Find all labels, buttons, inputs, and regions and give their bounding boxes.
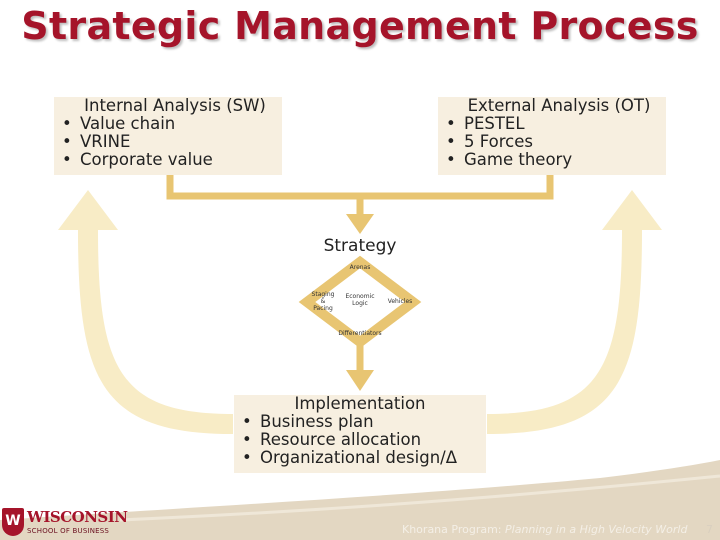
list-item: Business plan bbox=[234, 413, 486, 432]
logo-subtitle: SCHOOL OF BUSINESS bbox=[27, 527, 110, 535]
implementation-heading: Implementation bbox=[294, 394, 426, 413]
implementation-box: Implementation Business plan Resource al… bbox=[234, 395, 486, 473]
list-item: VRINE bbox=[54, 133, 282, 152]
list-item: Organizational design/Δ bbox=[234, 449, 486, 468]
implementation-arrowhead-icon bbox=[346, 370, 374, 391]
footer-wave bbox=[0, 460, 720, 540]
diamond-label-bottom: Differentiators bbox=[338, 330, 382, 337]
list-item: PESTEL bbox=[438, 115, 666, 134]
list-item: Value chain bbox=[54, 115, 282, 134]
list-item: Game theory bbox=[438, 151, 666, 170]
list-item: 5 Forces bbox=[438, 133, 666, 152]
list-item: Corporate value bbox=[54, 151, 282, 170]
internal-analysis-list: Value chain VRINE Corporate value bbox=[54, 115, 282, 170]
footer-course: Planning in a High Velocity World bbox=[505, 523, 688, 536]
diamond-label-left: Staging & Pacing bbox=[311, 291, 335, 312]
footer-program: Khorana Program: bbox=[402, 523, 502, 536]
diamond-label-top: Arenas bbox=[349, 264, 371, 271]
wisconsin-logo: W WISCONSIN SCHOOL OF BUSINESS bbox=[2, 506, 128, 540]
page-number: 7 bbox=[706, 523, 713, 536]
strategy-label: Strategy bbox=[323, 236, 397, 256]
external-analysis-list: PESTEL 5 Forces Game theory bbox=[438, 115, 666, 170]
implementation-list: Business plan Resource allocation Organi… bbox=[234, 413, 486, 468]
diamond-label-center: Economic Logic bbox=[345, 293, 375, 307]
left-feedback-arrow bbox=[58, 190, 233, 434]
internal-analysis-heading: Internal Analysis (SW) bbox=[84, 96, 266, 115]
page-title: Strategic Management Process bbox=[21, 4, 699, 48]
footer-text: Khorana Program: Planning in a High Velo… bbox=[402, 523, 687, 536]
external-analysis-box: External Analysis (OT) PESTEL 5 Forces G… bbox=[438, 97, 666, 175]
crest-icon: W bbox=[2, 508, 24, 536]
external-analysis-heading: External Analysis (OT) bbox=[467, 96, 651, 115]
right-feedback-arrow bbox=[487, 190, 662, 434]
footer-wave-highlight bbox=[119, 474, 720, 522]
connector-arrowhead-icon bbox=[346, 214, 374, 234]
logo-name: WISCONSIN bbox=[27, 508, 128, 526]
analysis-connector bbox=[166, 175, 554, 200]
internal-analysis-box: Internal Analysis (SW) Value chain VRINE… bbox=[54, 97, 282, 175]
list-item: Resource allocation bbox=[234, 431, 486, 450]
diamond-label-right: Vehicles bbox=[387, 298, 413, 305]
